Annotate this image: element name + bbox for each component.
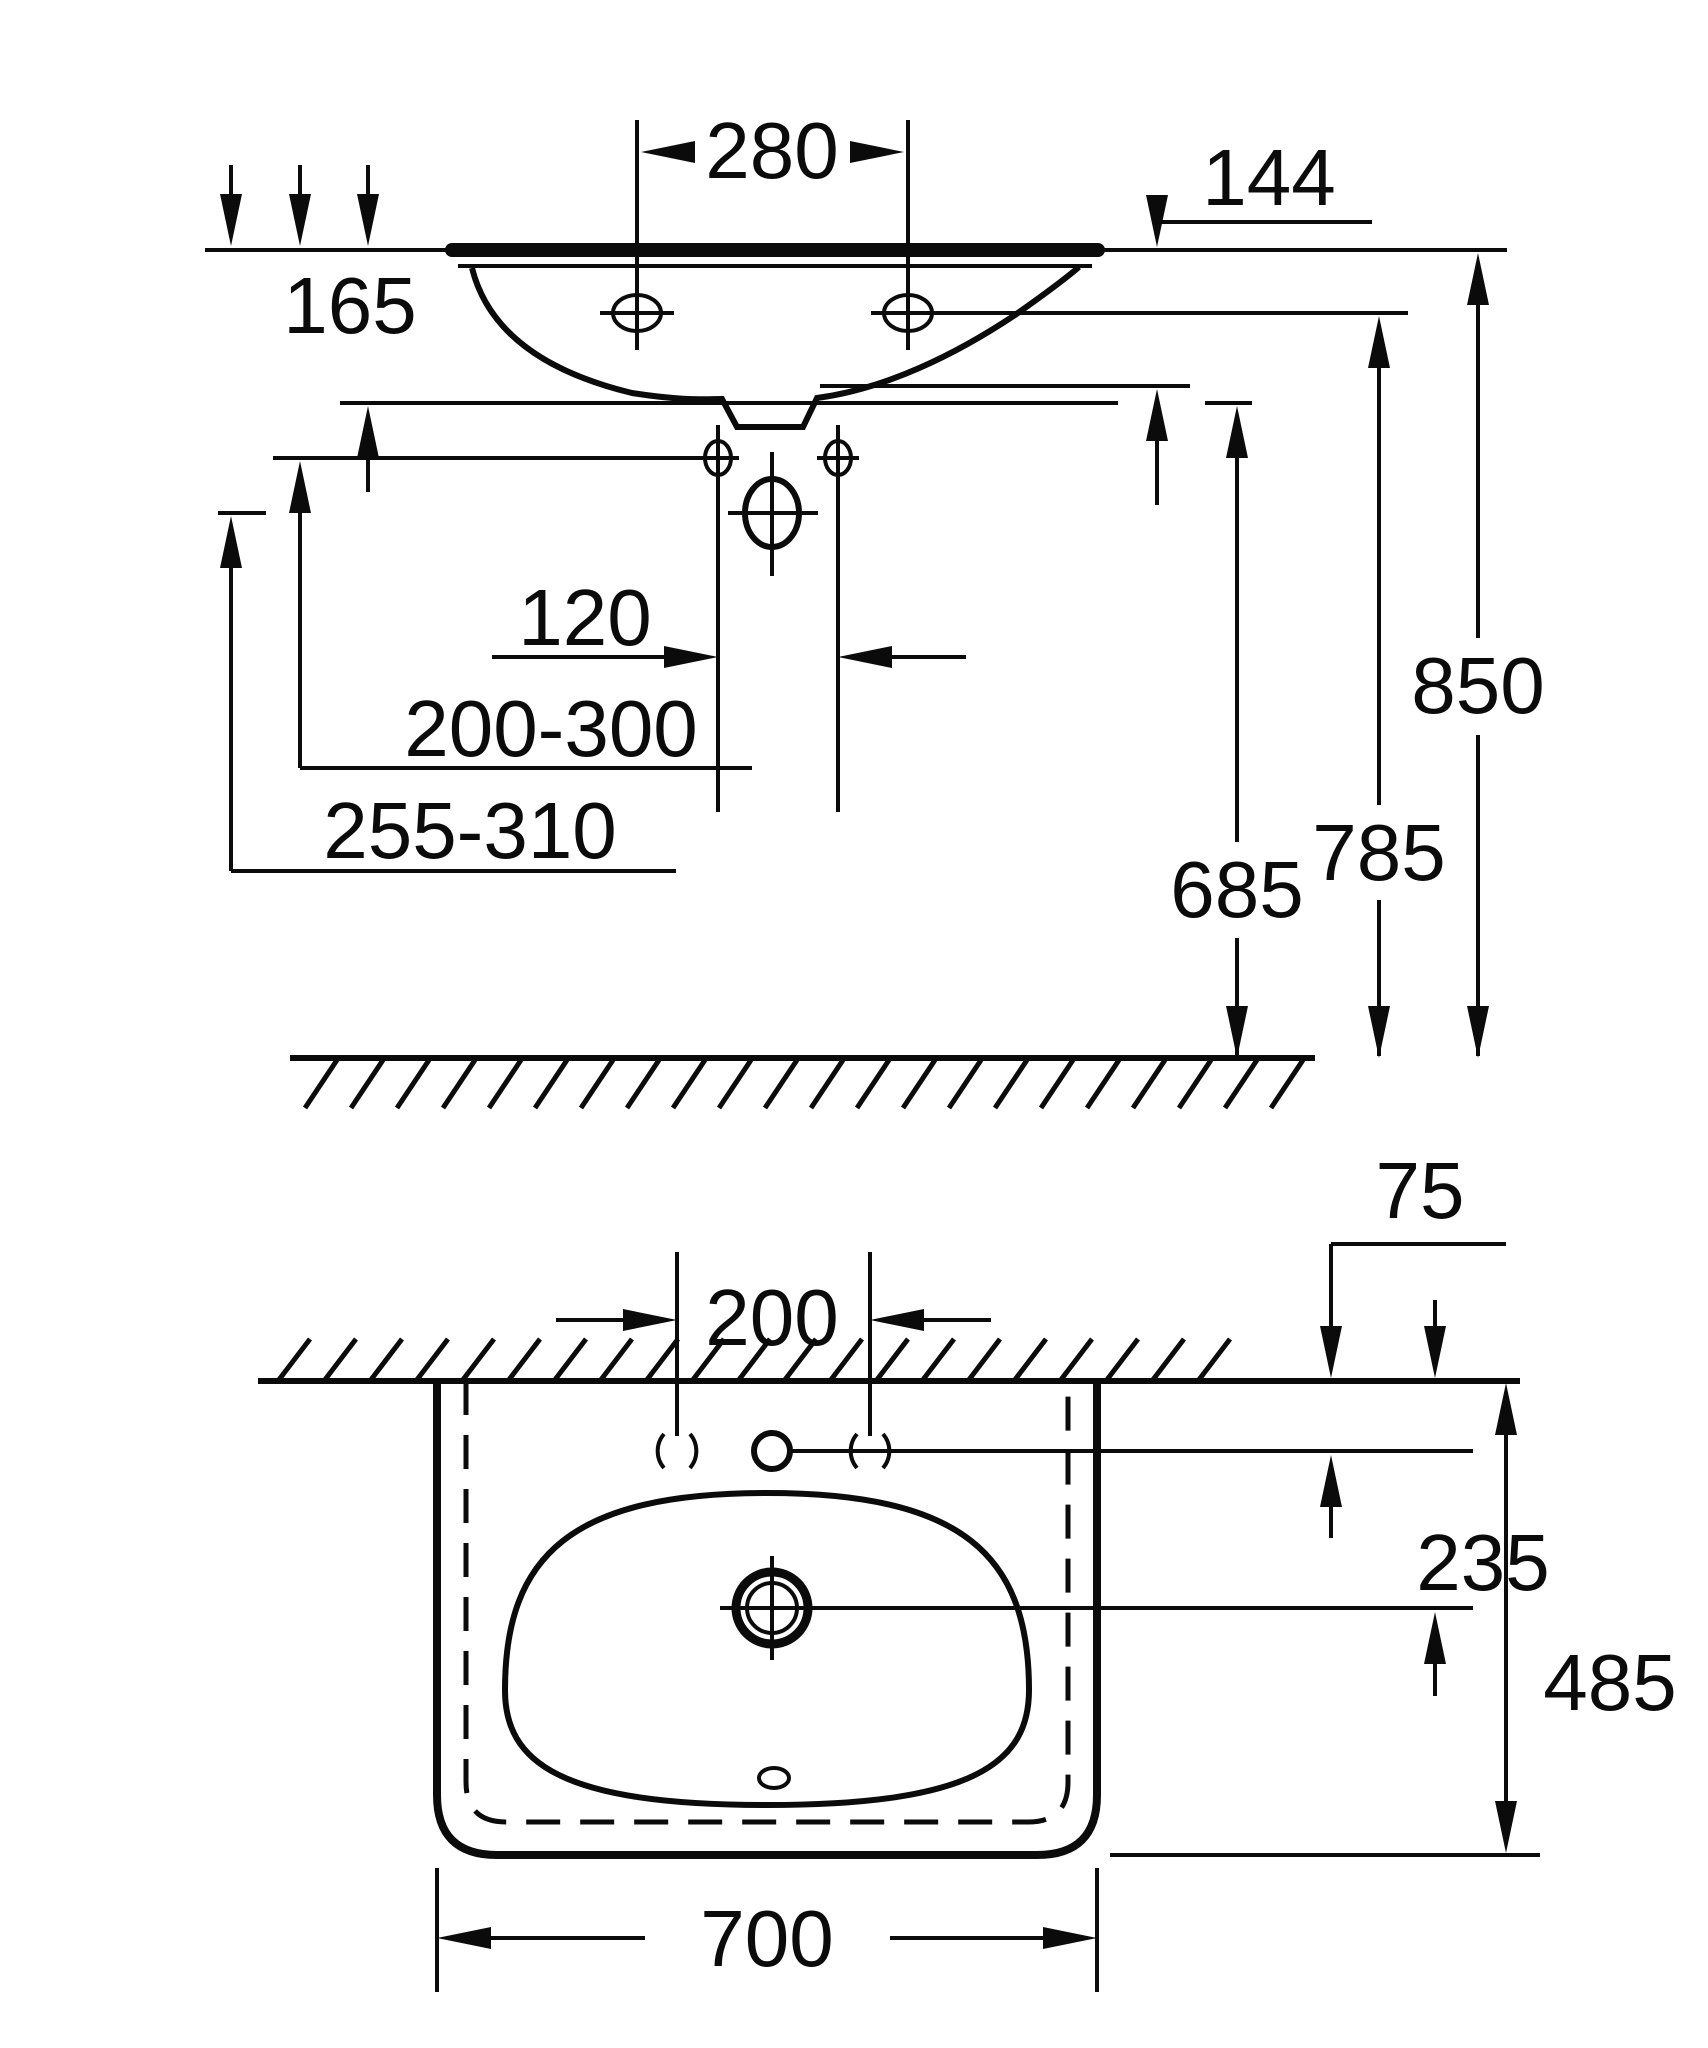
dim-785: 785 [1312,316,1446,1058]
dim-200-300: 200-300 [289,461,752,773]
up-arrow-icon [1320,1455,1342,1507]
down-arrow-icon [1226,1006,1248,1058]
dim-arrow-right-icon [664,646,718,668]
dim-165: 165 [283,261,417,492]
tap-hole-right [871,120,945,350]
floor-hatch [290,1055,1315,1110]
dim-485: 485 [1110,1383,1677,1857]
dim-235: 235 [1416,1300,1550,1696]
tap-hole-left [600,120,674,350]
basin-rim-bar [445,243,1105,257]
dim-arrow-right-icon [850,141,904,163]
plan-basin-hidden-edge [463,1381,1071,1825]
up-arrow-icon [1467,253,1489,305]
plan-view: 200 [258,1146,1677,1992]
dim-label-255-310: 255-310 [323,786,617,875]
dim-200: 200 [556,1252,991,1436]
down-arrow-icon [220,194,242,246]
up-arrow-icon [1424,1612,1446,1664]
reference-down-arrows [220,165,379,246]
plan-drain [720,1556,1473,1660]
down-arrow-icon [357,194,379,246]
dim-850: 850 [1411,253,1545,1058]
dim-label-700: 700 [700,1894,833,1983]
down-arrow-icon [1146,195,1168,247]
dim-label-485: 485 [1543,1638,1676,1727]
down-arrow-icon [1495,1801,1517,1853]
plan-center-tap-hole [751,1430,793,1472]
dim-label-785: 785 [1312,808,1445,897]
plan-basin-outline [433,1381,1101,1859]
dim-700: 700 [435,1868,1099,1992]
dim-label-280: 280 [705,106,838,195]
plan-side-hole-left [655,1432,699,1470]
dim-arrow-left-icon [870,1309,924,1331]
dim-label-200: 200 [705,1273,838,1362]
dim-arrow-left-icon [437,1927,491,1949]
down-arrow-icon [1467,1006,1489,1058]
dim-arrow-right-icon [623,1309,677,1331]
dim-144: 144 [1146,133,1372,505]
dim-685: 685 [1170,406,1304,1058]
dim-arrow-left-icon [838,646,892,668]
dim-75: 75 [1320,1146,1506,1538]
dim-120: 120 [492,573,966,668]
up-arrow-icon [1226,406,1248,458]
front-drain-hole [728,452,818,576]
down-arrow-icon [1320,1326,1342,1378]
down-arrow-icon [289,194,311,246]
up-arrow-icon [289,461,311,513]
fixing-hole-right [817,425,859,812]
up-arrow-icon [1495,1383,1517,1435]
dim-label-165: 165 [283,261,416,350]
down-arrow-icon [1424,1326,1446,1378]
dim-arrow-right-icon [1043,1927,1097,1949]
front-view: 280 144 165 [205,106,1545,1110]
dim-label-685: 685 [1170,845,1303,934]
dim-280: 280 [641,106,904,195]
overflow-hole [757,1766,791,1790]
up-arrow-icon [220,516,242,568]
plan-bowl-outline [502,1489,1033,1809]
dim-label-850: 850 [1411,641,1544,730]
up-arrow-icon [1368,316,1390,368]
up-arrow-icon [357,406,379,458]
dim-255-310: 255-310 [220,516,676,875]
up-arrow-icon [1146,389,1168,441]
dim-label-75: 75 [1376,1146,1465,1235]
down-arrow-icon [1368,1006,1390,1058]
fixing-hole-left [697,425,739,812]
dim-label-144: 144 [1202,133,1335,222]
dim-label-200-300: 200-300 [404,684,698,773]
dim-label-235: 235 [1416,1518,1549,1607]
dim-label-120: 120 [518,573,651,662]
dim-arrow-left-icon [641,141,695,163]
